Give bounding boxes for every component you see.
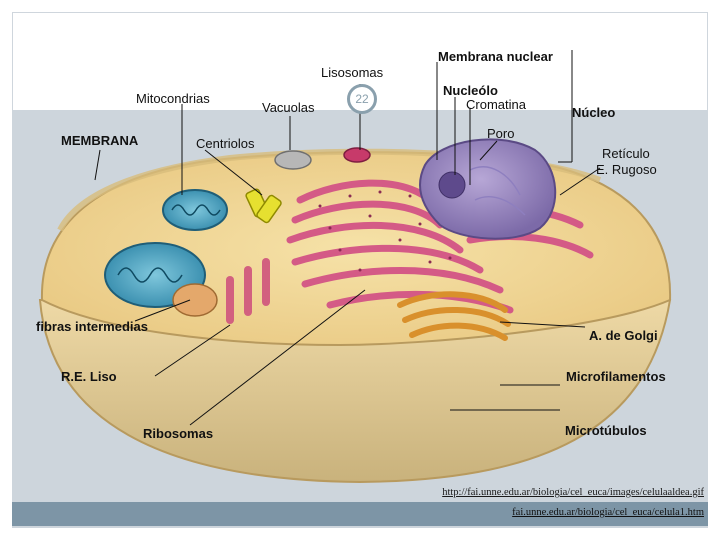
source-link-page[interactable]: fai.unne.edu.ar/biologia/cel_euca/celula… — [512, 507, 704, 518]
label-microtubulos: Microtúbulos — [565, 423, 647, 438]
label-re-liso: R.E. Liso — [61, 369, 117, 384]
nucleolus — [438, 171, 466, 199]
label-membrana: MEMBRANA — [61, 133, 139, 148]
vacuole — [274, 150, 312, 170]
smooth-er-tubes — [226, 258, 270, 324]
label-nucleolo: Nucleólo — [443, 83, 498, 98]
golgi-apparatus — [397, 291, 511, 341]
label-cromatina: Cromatina — [466, 97, 526, 112]
label-centriolos: Centriolos — [196, 136, 255, 151]
label-membrana-nuclear: Membrana nuclear — [438, 49, 553, 64]
label-poro: Poro — [487, 126, 515, 141]
label-nucleo: Núcleo — [572, 105, 616, 120]
centrioles — [245, 188, 282, 224]
ribosome-dots — [318, 190, 452, 272]
label-reticulo-line2: E. Rugoso — [596, 162, 657, 177]
label-fibras-intermedias: fibras intermedias — [36, 319, 148, 334]
smooth-er — [172, 283, 218, 317]
chromatin — [469, 166, 526, 216]
source-link-image[interactable]: http://fai.unne.edu.ar/biologia/cel_euca… — [442, 487, 704, 498]
label-mitocondrias: Mitocondrias — [136, 91, 210, 106]
label-vacuolas: Vacuolas — [262, 100, 315, 115]
label-microfilamentos: Microfilamentos — [566, 369, 666, 384]
nucleus — [419, 138, 557, 240]
slide-bottom-bar — [12, 502, 708, 526]
cell-body — [38, 299, 672, 484]
label-golgi: A. de Golgi — [589, 328, 658, 343]
lysosome — [343, 147, 371, 163]
slide-number: 22 — [347, 84, 377, 114]
label-lisosomas: Lisosomas — [321, 65, 384, 80]
label-reticulo-line1: Retículo — [602, 146, 650, 161]
label-ribosomas: Ribosomas — [143, 426, 214, 441]
